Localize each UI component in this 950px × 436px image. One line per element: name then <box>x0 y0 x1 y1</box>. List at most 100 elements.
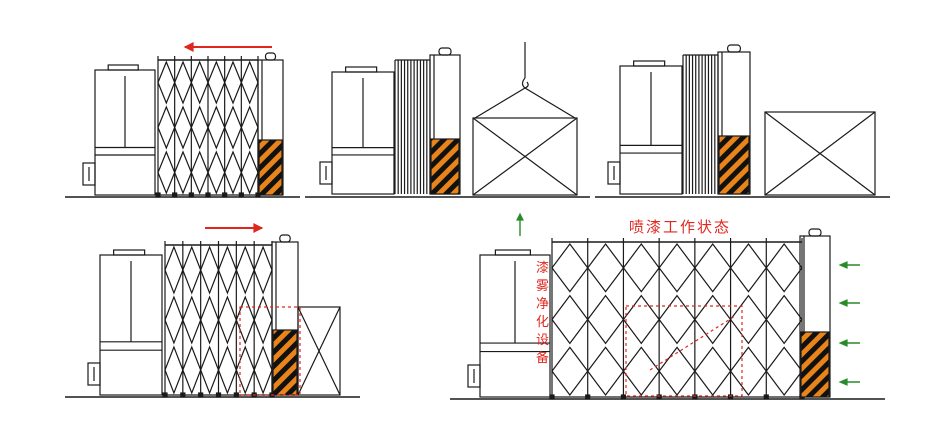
crate-cross-b <box>297 306 341 396</box>
scissor-link <box>207 60 226 105</box>
scissor-link <box>765 346 803 397</box>
scissor-link <box>217 345 237 395</box>
scissor-link <box>622 242 660 293</box>
frame-wheel <box>155 192 161 198</box>
scissor-link <box>174 105 192 150</box>
frame-wheel <box>180 392 186 398</box>
green-arrow-head <box>838 378 848 386</box>
scissor-link <box>235 245 255 295</box>
crate-box <box>297 306 341 396</box>
panel5-workpiece-diagonal <box>649 315 736 371</box>
scissor-link <box>207 150 226 195</box>
purification-equipment-label: 漆雾净化设备 <box>536 260 549 366</box>
crate-cross-b <box>764 111 876 196</box>
panel4-end-gate <box>271 234 299 396</box>
crate-box <box>764 111 876 196</box>
purification-label-char: 备 <box>536 350 549 366</box>
scissor-link <box>551 294 589 345</box>
scissor-link <box>224 105 242 150</box>
panel5-scissor-frame <box>549 238 805 400</box>
scissor-link <box>235 295 255 345</box>
control-panel-box <box>82 162 96 186</box>
scissor-link <box>164 295 184 345</box>
scissor-link <box>224 60 242 105</box>
scissor-link <box>240 60 259 105</box>
crane-hook <box>521 77 529 89</box>
cabinet-top-cap <box>345 66 378 73</box>
purification-label-char: 净 <box>536 297 549 312</box>
cabinet-top-cap <box>113 249 146 256</box>
scissor-link <box>658 346 696 397</box>
green-arrow-head <box>838 339 848 347</box>
hazard-stripes <box>718 135 750 195</box>
crane-sling-left <box>474 87 526 119</box>
scissor-link <box>253 245 273 295</box>
frame-wheel <box>215 392 222 398</box>
frame-wheel <box>198 392 204 398</box>
scissor-link <box>200 295 220 345</box>
scissor-link <box>658 294 696 345</box>
purification-label-char: 漆 <box>536 260 549 276</box>
scissor-link <box>694 346 732 397</box>
panel2-compressed-frame <box>394 59 431 194</box>
panel2-end-gate <box>429 47 461 195</box>
scissor-link <box>729 346 768 397</box>
red-arrow-right-icon <box>205 223 264 233</box>
panel4-scissor-frame <box>162 241 275 398</box>
crane-hook-icon <box>474 42 576 119</box>
scissor-link <box>240 105 259 150</box>
hazard-stripes <box>258 139 283 196</box>
panel5-cabinet <box>467 249 551 398</box>
panel3-workpiece-crate <box>764 111 876 196</box>
panel4-workpiece-outline <box>239 306 301 396</box>
scissor-link <box>217 245 237 295</box>
hazard-stripes <box>272 329 298 396</box>
scissor-link <box>174 150 192 195</box>
control-panel-box <box>319 161 333 185</box>
cabinet-body <box>619 65 683 195</box>
frame-wheel <box>620 394 627 400</box>
gate-lamp <box>726 44 741 53</box>
gate-lamp <box>279 234 291 243</box>
frame-wheel <box>172 192 178 198</box>
scissor-link <box>658 242 696 293</box>
purification-label-char: 化 <box>536 315 549 330</box>
exhaust-up-head <box>516 212 524 221</box>
scissor-link <box>157 150 176 195</box>
scissor-link <box>622 346 660 397</box>
scissor-link <box>200 345 220 395</box>
scissor-link <box>551 242 589 293</box>
frame-wheel <box>222 192 228 198</box>
scissor-link <box>765 242 803 293</box>
panel3-compressed-frame <box>682 54 719 194</box>
gate-lamp <box>264 52 277 61</box>
arrow-head <box>183 42 194 52</box>
scissor-link <box>182 345 202 395</box>
scissor-link <box>157 105 176 150</box>
purification-label-char: 雾 <box>536 279 549 294</box>
crate-box <box>472 117 578 196</box>
frame-wheel <box>692 394 698 400</box>
scissor-link <box>164 345 184 395</box>
panel4-cabinet <box>87 249 163 396</box>
scissor-link <box>190 150 209 195</box>
scissor-link <box>217 295 237 345</box>
panel3-cabinet <box>607 60 683 195</box>
scissor-link <box>694 294 732 345</box>
control-panel-box <box>607 161 621 185</box>
scissor-link <box>190 105 209 150</box>
working-state-label: 喷漆工作状态 <box>629 218 731 236</box>
gate-lamp <box>808 228 822 237</box>
frame-wheel <box>162 392 168 398</box>
scissor-link <box>586 346 625 397</box>
cabinet-body <box>99 254 163 396</box>
scissor-link <box>182 245 202 295</box>
scissor-link <box>200 245 220 295</box>
frame-wheel <box>727 394 734 400</box>
scissor-link <box>586 294 625 345</box>
panel2-workpiece-crate <box>472 117 578 196</box>
panel2-cabinet <box>319 66 395 195</box>
frame-wheel <box>549 394 555 400</box>
hazard-stripes <box>800 331 830 398</box>
